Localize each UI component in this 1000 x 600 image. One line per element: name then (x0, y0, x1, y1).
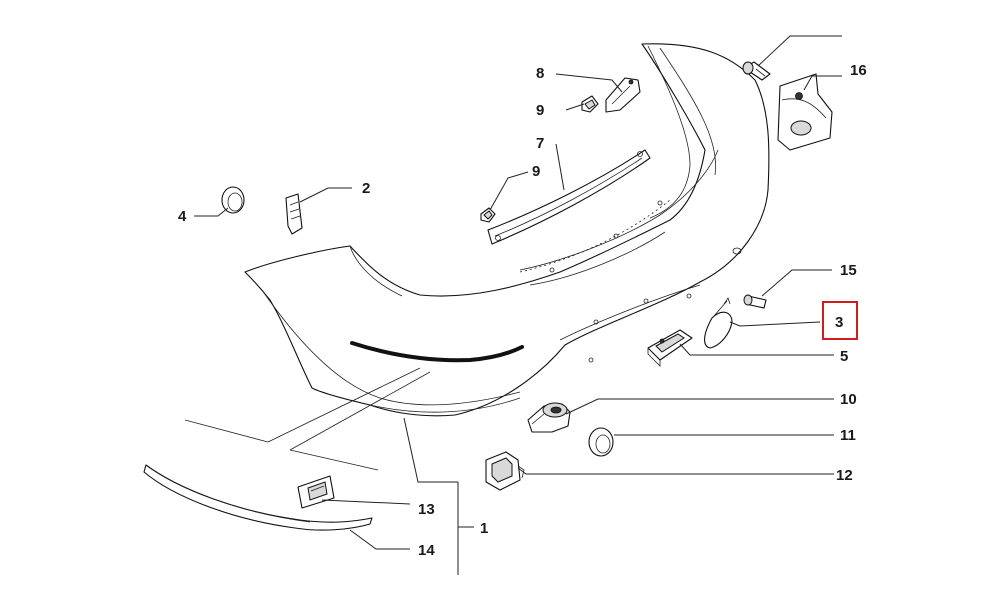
grommet-ring (221, 186, 245, 214)
part-label-7: 7 (536, 135, 544, 152)
part-label-9-upper: 9 (536, 102, 544, 119)
part-label-15: 15 (840, 262, 857, 279)
part-label-8: 8 (536, 65, 544, 82)
side-bracket-screw (742, 61, 771, 81)
part-label-12: 12 (836, 467, 853, 484)
part-label-14: 14 (418, 542, 435, 559)
part-label-16: 16 (850, 62, 867, 79)
license-plate-lamp (647, 329, 693, 367)
tow-hook-cover (704, 297, 733, 349)
part-label-3: 3 (835, 314, 843, 331)
part-label-1: 1 (480, 520, 488, 537)
part-label-13: 13 (418, 501, 435, 518)
part-label-9-lower: 9 (532, 163, 540, 180)
part-label-5: 5 (840, 348, 848, 365)
parking-sensor (527, 402, 571, 433)
part-number-labels: 8 9 7 9 2 4 16 15 3 5 10 11 12 13 1 14 (178, 62, 867, 559)
bumper-trim-strip (350, 341, 524, 363)
part-label-11: 11 (840, 427, 856, 444)
upper-bracket (605, 77, 641, 113)
leader-lines (194, 35, 842, 575)
bracket-small (285, 193, 303, 235)
sensor-bracket (485, 451, 525, 491)
mounting-bar (487, 149, 651, 245)
bumper-screw (743, 294, 767, 309)
part-label-10: 10 (840, 391, 857, 408)
molding-strip (143, 464, 373, 531)
side-bracket (777, 73, 833, 151)
projection-lines (184, 367, 431, 471)
highlight-box-part-3 (822, 301, 858, 340)
part-label-2: 2 (362, 180, 370, 197)
clip-nut-upper (581, 95, 599, 113)
sensor-ring (588, 427, 614, 457)
part-label-4: 4 (178, 208, 187, 225)
clip-nut-lower (480, 207, 496, 223)
clip-part (297, 475, 335, 509)
